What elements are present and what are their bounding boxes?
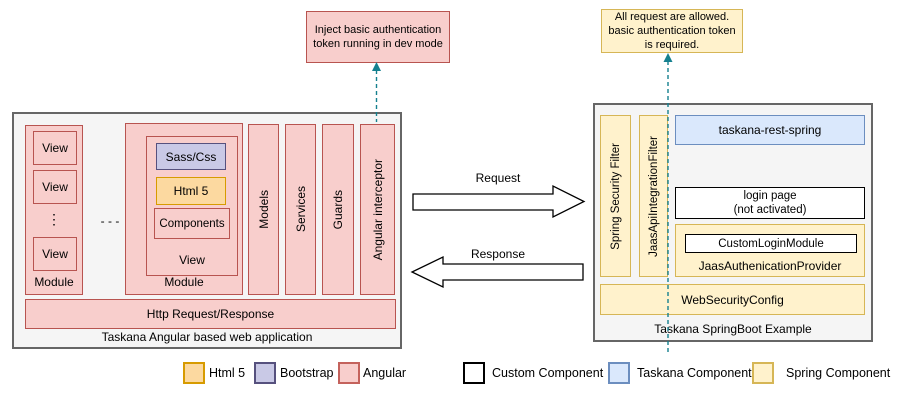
auth-note-arrowhead [663, 53, 673, 62]
views-ellipsis: ⋮ [47, 211, 61, 227]
response-arrow [410, 255, 584, 289]
spring-security-filter-bar: Spring Security Filter [600, 115, 631, 277]
models-label: Models [256, 190, 271, 229]
guards-bar: Guards [322, 124, 354, 295]
legend-swatch-taskana [608, 362, 630, 384]
legend-swatch-bootstrap [254, 362, 276, 384]
legend-swatch-angular [338, 362, 360, 384]
legend-label-spring: Spring Component [786, 366, 891, 380]
legend-label-html5: Html 5 [209, 366, 246, 380]
left-panel-title: Taskana Angular based web application [101, 330, 313, 344]
angular-interceptor-label: Angular interceptor [370, 158, 385, 261]
view-box: View [33, 131, 77, 165]
between-modules-dashes: - - - [100, 214, 120, 228]
models-bar: Models [248, 124, 279, 295]
taskana-rest-spring-box: taskana-rest-spring [675, 115, 865, 145]
legend-swatch-spring [752, 362, 774, 384]
legend-label-taskana: Taskana Component [637, 366, 752, 380]
services-label: Services [293, 186, 308, 233]
request-label: Request [475, 171, 521, 185]
jaas-api-integration-filter-label: JaasApiIntegrationFilter [647, 135, 660, 257]
view-container: Sass/Css Html 5 Components View [146, 136, 238, 276]
web-security-config-box: WebSecurityConfig [600, 284, 865, 315]
guards-label: Guards [331, 189, 345, 230]
html5-box: Html 5 [156, 177, 226, 205]
jaas-api-integration-filter-bar: JaasApiIntegrationFilter [639, 115, 668, 277]
request-arrow [412, 184, 586, 219]
jaas-authentication-provider-label: JaasAuthenicationProvider [698, 259, 842, 273]
legend-label-custom: Custom Component [492, 366, 604, 380]
custom-login-module-box: CustomLoginModule [685, 234, 857, 253]
login-page-line1: login page [743, 189, 797, 202]
panel-springboot-example: Spring Security Filter JaasApiIntegratio… [593, 103, 873, 342]
login-page-line2: (not activated) [733, 204, 807, 216]
view-box: View [33, 237, 77, 271]
http-request-response-bar: Http Request/Response [25, 299, 396, 329]
legend-swatch-html5 [183, 362, 205, 384]
view-label: View [179, 253, 205, 267]
spring-security-filter-label: Spring Security Filter [609, 142, 622, 250]
note-dev-mode: Inject basic authentication token runnin… [306, 11, 450, 63]
module-1: View View ⋮ View Module [25, 125, 83, 295]
module-2-label: Module [164, 275, 204, 289]
legend-swatch-custom [463, 362, 485, 384]
components-box: Components [154, 208, 230, 239]
jaas-authentication-provider-box: CustomLoginModule JaasAuthenicationProvi… [675, 224, 865, 277]
legend-label-angular: Angular [363, 366, 407, 380]
response-label: Response [470, 247, 526, 261]
module-2: Sass/Css Html 5 Components View Module [125, 123, 243, 295]
login-page-box: login page (not activated) [675, 187, 865, 219]
legend-label-bootstrap: Bootstrap [280, 366, 334, 380]
panel-angular-app: View View ⋮ View Module - - - Sass/Css H… [12, 112, 402, 349]
angular-interceptor-bar: Angular interceptor [360, 124, 395, 295]
right-panel-title: Taskana SpringBoot Example [654, 322, 812, 336]
view-box: View [33, 170, 77, 204]
dev-note-arrowhead [372, 62, 381, 71]
note-auth-required: All request are allowed. basic authentic… [601, 9, 743, 53]
module-1-label: Module [34, 275, 74, 289]
sass-css-box: Sass/Css [156, 143, 226, 170]
services-bar: Services [285, 124, 316, 295]
